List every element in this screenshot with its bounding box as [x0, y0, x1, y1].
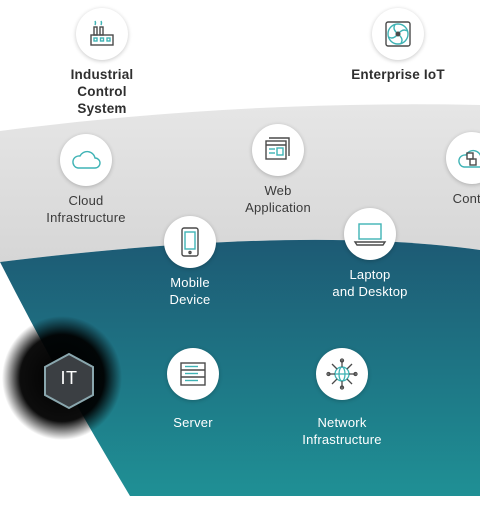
it-badge-label: IT — [60, 368, 78, 388]
cloud-infrastructure-label: Cloud Infrastructure — [46, 193, 126, 225]
cloud-icon — [60, 134, 112, 186]
node-laptop-desktop: Laptop and Desktop — [318, 208, 422, 300]
node-network-infrastructure: Network Infrastructure — [286, 348, 398, 448]
node-server: Server — [148, 348, 238, 431]
factory-icon — [76, 8, 128, 60]
server-icon — [167, 348, 219, 400]
teal-funnel — [0, 239, 480, 496]
browser-windows-icon — [252, 124, 304, 176]
laptop-icon — [344, 208, 396, 260]
hexagon-icon — [44, 352, 94, 410]
mobile-device-label: Mobile Device — [169, 275, 211, 307]
smartphone-icon — [164, 216, 216, 268]
containers-label: Contai — [452, 191, 480, 206]
node-web-application: Web Application — [226, 124, 330, 216]
node-cloud-infrastructure: Cloud Infrastructure — [32, 134, 140, 226]
container-cloud-icon — [446, 132, 480, 184]
node-enterprise-iot: Enterprise IoT — [348, 8, 448, 83]
network-globe-icon — [316, 348, 368, 400]
web-application-label: Web Application — [245, 183, 311, 215]
laptop-desktop-label: Laptop and Desktop — [332, 267, 408, 299]
node-industrial-control-system: Industrial Control System — [52, 8, 152, 117]
industrial-control-system-label: Industrial Control System — [70, 67, 134, 116]
fan-icon — [372, 8, 424, 60]
server-label: Server — [173, 415, 213, 430]
node-mobile-device: Mobile Device — [145, 216, 235, 308]
node-containers: Contai — [430, 132, 480, 207]
enterprise-iot-label: Enterprise IoT — [351, 67, 445, 82]
network-infrastructure-label: Network Infrastructure — [302, 415, 382, 447]
